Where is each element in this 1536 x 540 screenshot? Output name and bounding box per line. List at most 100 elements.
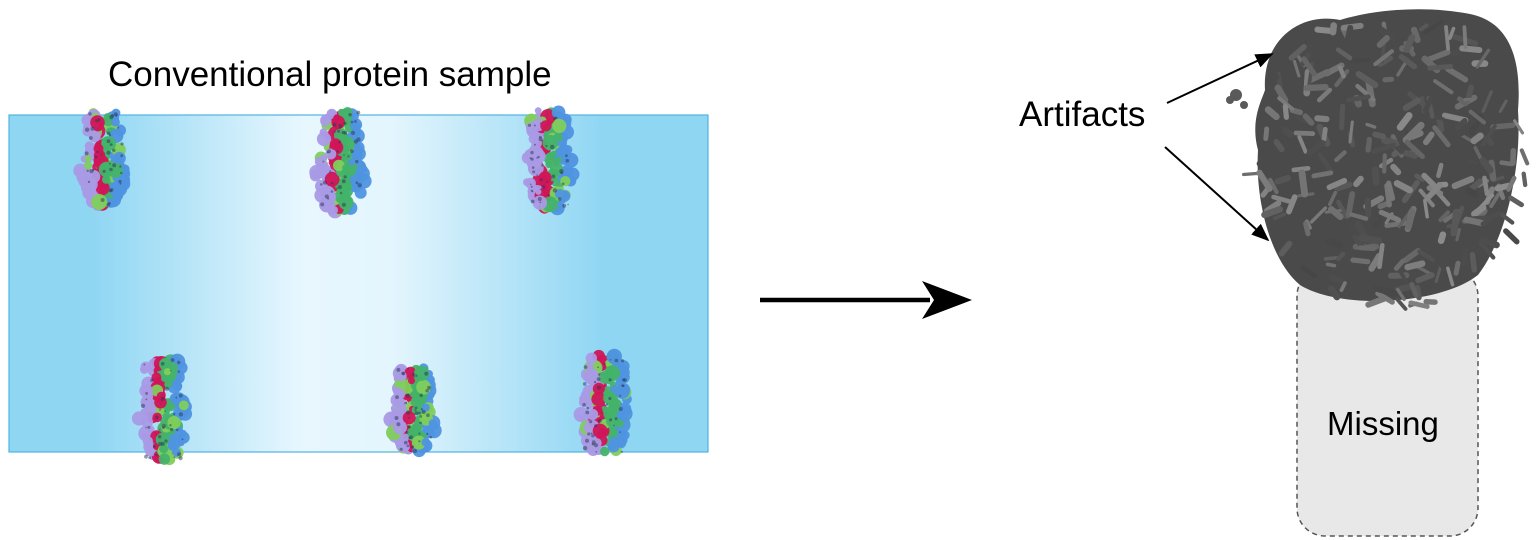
density-lobe xyxy=(1465,84,1475,102)
protein-blob xyxy=(428,419,437,428)
protein-texture xyxy=(403,401,408,405)
density-lobe xyxy=(1300,42,1314,58)
protein-texture xyxy=(401,371,405,375)
protein-texture xyxy=(536,174,539,177)
density-lobe xyxy=(1269,66,1280,80)
protein-texture xyxy=(160,361,165,366)
protein-blob xyxy=(411,435,426,450)
density-lobe xyxy=(1334,69,1350,88)
density-lobe xyxy=(1317,152,1334,174)
protein-texture xyxy=(429,435,433,439)
density-lobe xyxy=(1297,135,1308,154)
protein-blob xyxy=(560,176,571,187)
protein-texture xyxy=(329,170,332,173)
protein-blob xyxy=(154,396,167,409)
density-lobe xyxy=(1329,22,1337,36)
protein-blob xyxy=(166,433,183,450)
protein-blob xyxy=(342,181,353,192)
protein-texture xyxy=(102,169,106,173)
density-lobe xyxy=(1432,125,1451,148)
protein-texture xyxy=(562,203,567,208)
protein-texture xyxy=(598,373,601,376)
protein-texture xyxy=(533,124,536,127)
artifacts-label: Artifacts xyxy=(1019,95,1146,134)
density-lobe xyxy=(1470,132,1484,145)
protein-blob xyxy=(178,400,189,411)
protein-texture xyxy=(87,180,91,184)
protein-texture xyxy=(395,395,399,399)
protein-texture xyxy=(100,198,105,202)
missing-region xyxy=(1296,267,1479,537)
protein-blob xyxy=(598,371,612,384)
protein-texture xyxy=(94,155,98,159)
density-lobe xyxy=(1402,97,1422,112)
protein-texture xyxy=(596,385,602,390)
protein-texture xyxy=(330,190,334,193)
protein-texture xyxy=(619,394,622,397)
density-lobe xyxy=(1384,182,1392,208)
density-lobe xyxy=(1396,265,1408,283)
protein-texture xyxy=(620,450,623,453)
protein-texture xyxy=(348,113,352,117)
protein-blob xyxy=(343,193,350,200)
protein-blob xyxy=(534,107,542,114)
protein-blob xyxy=(393,420,407,435)
protein-texture xyxy=(426,413,430,418)
protein-texture xyxy=(336,187,338,189)
protein-texture xyxy=(565,154,568,158)
protein-blob xyxy=(584,375,592,383)
density-lobe xyxy=(1371,142,1396,154)
density-lobe xyxy=(1419,23,1429,32)
protein-blob xyxy=(607,440,620,453)
protein-blob xyxy=(591,392,606,407)
density-lobe xyxy=(1328,274,1344,284)
density-lobe xyxy=(1482,175,1490,197)
protein-texture xyxy=(89,169,94,174)
density-lobe xyxy=(1292,59,1301,78)
protein-texture xyxy=(407,425,411,429)
protein-blob xyxy=(325,148,337,160)
protein-texture xyxy=(89,136,93,140)
density-lobe xyxy=(1468,109,1486,125)
protein-blob xyxy=(329,205,339,215)
density-lobe xyxy=(1348,120,1354,144)
protein-blob xyxy=(139,384,153,398)
protein-blob xyxy=(565,167,580,182)
protein-texture xyxy=(561,182,565,186)
density-lobe xyxy=(1437,231,1447,245)
density-lobe xyxy=(1241,171,1260,177)
density-lobe xyxy=(1506,175,1517,192)
density-lobe xyxy=(1433,79,1454,95)
density-lobe xyxy=(1274,84,1289,104)
density-lobe xyxy=(1350,257,1371,265)
particle-top-3 xyxy=(521,105,580,216)
density-lobe xyxy=(1282,103,1290,120)
protein-texture xyxy=(178,412,183,417)
protein-texture xyxy=(622,378,626,382)
density-lobe xyxy=(1302,113,1315,126)
density-lobe xyxy=(1365,295,1388,308)
density-lobe xyxy=(1336,251,1346,262)
density-lobe xyxy=(1345,191,1356,218)
protein-texture xyxy=(153,445,156,449)
protein-texture xyxy=(158,428,161,431)
protein-texture xyxy=(157,435,162,439)
protein-texture xyxy=(531,166,535,169)
density-lobe xyxy=(1286,194,1298,215)
protein-texture xyxy=(356,137,361,142)
protein-texture xyxy=(608,396,612,401)
density-lobe xyxy=(1398,54,1418,70)
protein-blob xyxy=(342,164,349,171)
density-lobe xyxy=(1323,255,1339,261)
density-lobe xyxy=(1371,218,1383,230)
protein-blob xyxy=(600,446,610,457)
density-lobe xyxy=(1414,173,1426,182)
density-lobe xyxy=(1436,162,1444,179)
density-lobe xyxy=(1303,221,1311,237)
protein-texture xyxy=(609,418,613,422)
protein-texture xyxy=(427,385,432,390)
protein-blob xyxy=(554,189,565,199)
density-lobe xyxy=(1461,247,1469,267)
density-fragment xyxy=(1226,96,1234,104)
